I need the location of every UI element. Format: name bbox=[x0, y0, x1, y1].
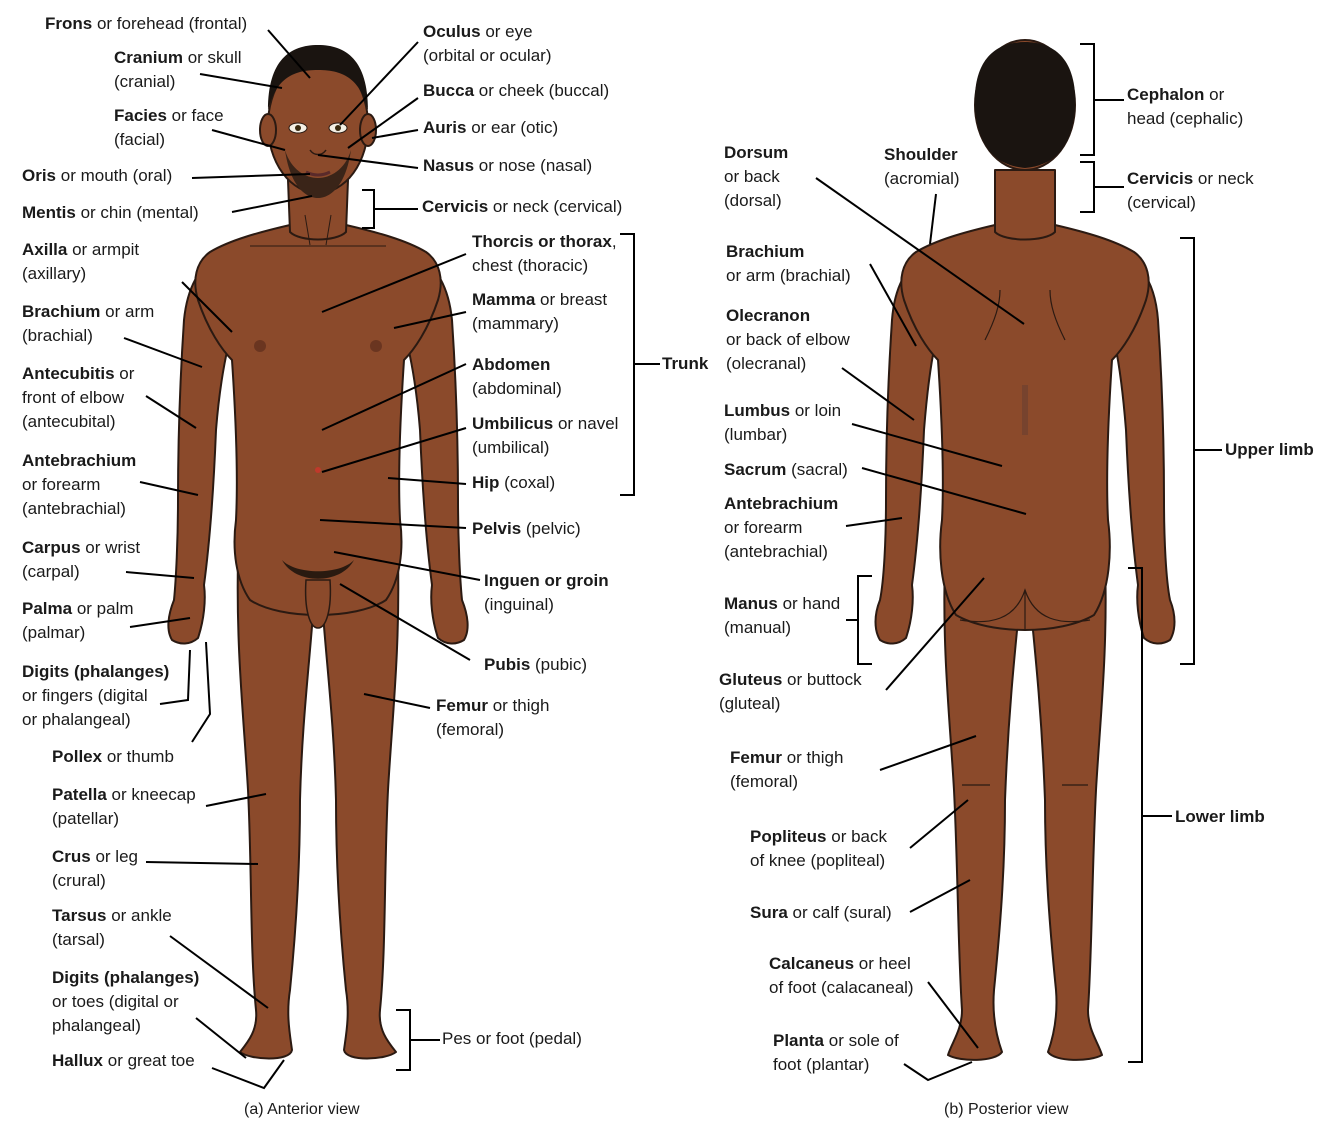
label-cervicis: Cervicis or neck (cervical) bbox=[422, 195, 622, 219]
posterior-neck bbox=[995, 170, 1055, 240]
label-axilla: Axilla or armpit(axillary) bbox=[22, 238, 139, 286]
posterior-right-leg bbox=[1030, 560, 1106, 1060]
label-digits-hand: Digits (phalanges)or fingers (digitalor … bbox=[22, 660, 169, 732]
label-crus: Crus or leg(crural) bbox=[52, 845, 138, 893]
label-gluteus: Gluteus or buttock(gluteal) bbox=[719, 668, 862, 716]
bracket-cervicis-post bbox=[1080, 162, 1124, 212]
label-digits-foot: Digits (phalanges)or toes (digital orpha… bbox=[52, 966, 199, 1038]
label-lumbus: Lumbus or loin(lumbar) bbox=[724, 399, 841, 447]
label-pelvis: Pelvis (pelvic) bbox=[472, 517, 581, 541]
label-cervicis-post: Cervicis or neck(cervical) bbox=[1127, 167, 1254, 215]
label-abdomen: Abdomen(abdominal) bbox=[472, 353, 562, 401]
label-brachium: Brachium or arm(brachial) bbox=[22, 300, 154, 348]
leader-auris bbox=[372, 130, 418, 138]
label-thorcis: Thorcis or thorax,chest (thoracic) bbox=[472, 230, 617, 278]
anterior-right-leg bbox=[322, 560, 398, 1059]
label-shoulder: Shoulder(acromial) bbox=[884, 143, 960, 191]
label-pes: Pes or foot (pedal) bbox=[442, 1027, 582, 1051]
label-oculus: Oculus or eye(orbital or ocular) bbox=[423, 20, 552, 68]
leader-pollex bbox=[192, 642, 210, 742]
bracket-cervicis bbox=[362, 190, 418, 228]
label-lower-limb: Lower limb bbox=[1175, 805, 1265, 829]
label-tarsus: Tarsus or ankle(tarsal) bbox=[52, 904, 172, 952]
bracket-cephalon bbox=[1080, 44, 1124, 155]
label-umbilicus: Umbilicus or navel(umbilical) bbox=[472, 412, 618, 460]
bracket-trunk bbox=[620, 234, 660, 495]
anterior-torso bbox=[195, 225, 440, 615]
bracket-pes bbox=[396, 1010, 440, 1070]
label-trunk: Trunk bbox=[662, 352, 708, 376]
label-femur-post: Femur or thigh(femoral) bbox=[730, 746, 843, 794]
anterior-left-ear bbox=[260, 114, 276, 146]
label-hallux: Hallux or great toe bbox=[52, 1049, 195, 1073]
label-hip: Hip (coxal) bbox=[472, 471, 555, 495]
label-nasus: Nasus or nose (nasal) bbox=[423, 154, 592, 178]
label-pollex: Pollex or thumb bbox=[52, 745, 174, 769]
label-cranium: Cranium or skull(cranial) bbox=[114, 46, 242, 94]
label-manus: Manus or hand(manual) bbox=[724, 592, 840, 640]
bracket-manus bbox=[846, 576, 872, 664]
label-pubis: Pubis (pubic) bbox=[484, 653, 587, 677]
label-auris: Auris or ear (otic) bbox=[423, 116, 558, 140]
label-palma: Palma or palm(palmar) bbox=[22, 597, 134, 645]
caption-posterior: (b) Posterior view bbox=[944, 1100, 1068, 1120]
label-calcaneus: Calcaneus or heelof foot (calacaneal) bbox=[769, 952, 914, 1000]
anterior-left-leg bbox=[238, 560, 314, 1059]
label-sura: Sura or calf (sural) bbox=[750, 901, 892, 925]
label-oris: Oris or mouth (oral) bbox=[22, 164, 172, 188]
caption-anterior: (a) Anterior view bbox=[244, 1100, 360, 1120]
label-mentis: Mentis or chin (mental) bbox=[22, 201, 199, 225]
leader-crus bbox=[146, 862, 258, 864]
leader-shoulder bbox=[930, 194, 936, 244]
label-sacrum: Sacrum (sacral) bbox=[724, 458, 848, 482]
bracket-upper-limb bbox=[1180, 238, 1222, 664]
label-mamma: Mamma or breast(mammary) bbox=[472, 288, 607, 336]
label-antecubitis: Antecubitis orfront of elbow(antecubital… bbox=[22, 362, 134, 434]
label-femur: Femur or thigh(femoral) bbox=[436, 694, 549, 742]
label-upper-limb: Upper limb bbox=[1225, 438, 1314, 462]
leader-digits-foot bbox=[196, 1018, 246, 1058]
leader-planta bbox=[904, 1062, 972, 1080]
label-inguen: Inguen or groin(inguinal) bbox=[484, 569, 609, 617]
label-bucca: Bucca or cheek (buccal) bbox=[423, 79, 609, 103]
label-carpus: Carpus or wrist(carpal) bbox=[22, 536, 140, 584]
label-frons: Frons or forehead (frontal) bbox=[45, 12, 247, 36]
label-patella: Patella or kneecap(patellar) bbox=[52, 783, 196, 831]
posterior-hair bbox=[975, 42, 1076, 168]
leader-hallux bbox=[212, 1060, 284, 1088]
label-facies: Facies or face(facial) bbox=[114, 104, 224, 152]
